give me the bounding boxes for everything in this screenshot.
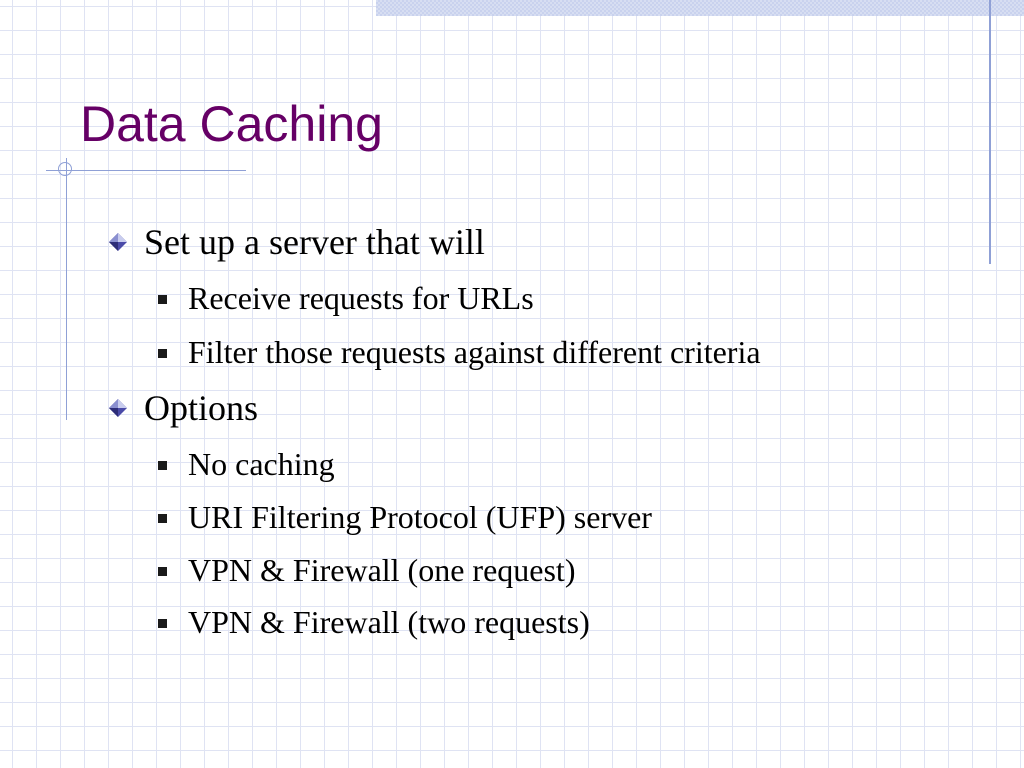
diamond-bullet-icon (109, 399, 127, 417)
sub-bullet-item: No caching (158, 444, 335, 484)
sub-bullet-item: Receive requests for URLs (158, 278, 534, 318)
decorative-right-rule (989, 0, 991, 264)
bullet-item: Set up a server that will (108, 220, 485, 264)
bullet-item: Options (108, 386, 258, 430)
diamond-bullet-icon (109, 233, 127, 251)
sub-bullet-text: VPN & Firewall (one request) (188, 552, 576, 588)
decorative-left-rule (66, 158, 67, 420)
sub-bullet-text: Filter those requests against different … (188, 334, 761, 370)
sub-bullet-item: VPN & Firewall (one request) (158, 550, 575, 590)
square-bullet-icon (158, 567, 167, 576)
sub-bullet-item: URI Filtering Protocol (UFP) server (158, 497, 652, 537)
decorative-top-band (376, 0, 1024, 16)
sub-bullet-text: Receive requests for URLs (188, 280, 534, 316)
sub-bullet-text: VPN & Firewall (two requests) (188, 604, 590, 640)
square-bullet-icon (158, 349, 167, 358)
bullet-text: Set up a server that will (144, 222, 485, 262)
title-underline-rule (46, 170, 246, 171)
sub-bullet-item: VPN & Firewall (two requests) (158, 602, 590, 642)
bullet-text: Options (144, 388, 259, 428)
square-bullet-icon (158, 295, 167, 304)
sub-bullet-text: URI Filtering Protocol (UFP) server (188, 499, 652, 535)
sub-bullet-item: Filter those requests against different … (158, 332, 761, 372)
sub-bullet-text: No caching (188, 446, 335, 482)
square-bullet-icon (158, 461, 167, 470)
square-bullet-icon (158, 619, 167, 628)
slide-title: Data Caching (80, 96, 383, 152)
square-bullet-icon (158, 514, 167, 523)
crosshair-circle-icon (58, 162, 72, 176)
